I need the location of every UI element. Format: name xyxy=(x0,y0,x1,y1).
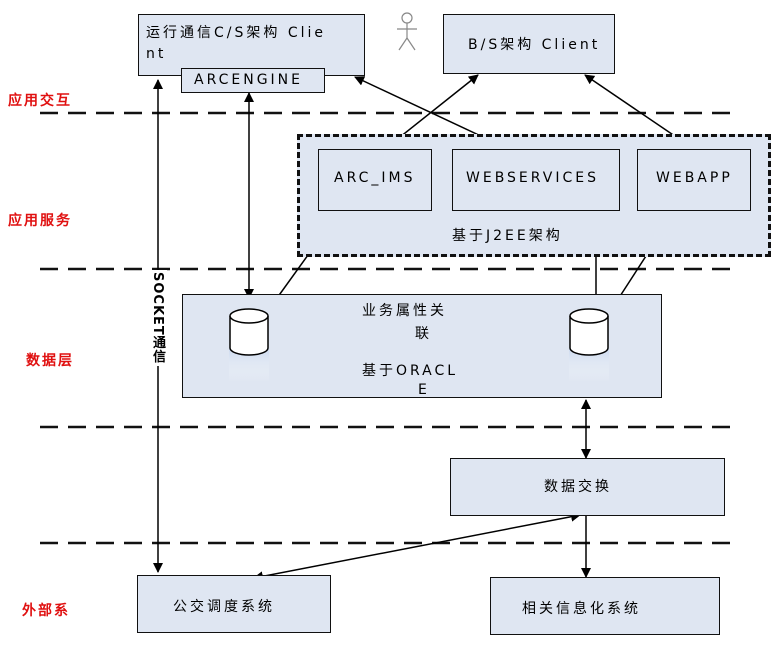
bs-webapp-arrow xyxy=(584,74,689,146)
layer-label-app-interaction: 应用交互 xyxy=(8,93,72,109)
bs-arcims-arrow xyxy=(389,74,479,146)
exchange-bus-arrow xyxy=(253,511,581,582)
arcengine-box xyxy=(181,68,325,93)
webapp-label: WEBAPP xyxy=(656,170,733,186)
bs-client-label: B/S架构 Client xyxy=(468,37,601,53)
biz-relation-label-1: 业务属性关 xyxy=(362,303,447,319)
data-exchange-label: 数据交换 xyxy=(544,479,612,495)
cs-client-label-1: 运行通信C/S架构 Clie xyxy=(146,25,326,41)
data-exchange-box xyxy=(450,458,725,516)
layer-label-data: 数据层 xyxy=(26,353,74,369)
layer-label-app-service: 应用服务 xyxy=(8,213,72,229)
bus-dispatch-label: 公交调度系统 xyxy=(173,599,275,615)
cs-client-label-2: nt xyxy=(146,46,167,62)
j2ee-label: 基于J2EE架构 xyxy=(452,228,563,244)
layer-label-external: 外部系 xyxy=(22,603,70,619)
webapp-box xyxy=(637,149,751,211)
webservices-label: WEBSERVICES xyxy=(466,170,599,186)
related-info-box xyxy=(490,577,720,635)
database-icon-left xyxy=(229,308,269,382)
user-icon xyxy=(397,12,417,51)
arc-ims-box xyxy=(318,149,432,211)
webservices-box xyxy=(452,149,620,211)
related-info-label: 相关信息化系统 xyxy=(522,601,641,617)
cs-client-box xyxy=(138,14,365,76)
arcengine-label: ARCENGINE xyxy=(194,72,303,88)
oracle-label-2: E xyxy=(418,382,430,398)
bus-dispatch-box xyxy=(137,575,331,633)
arc-ims-label: ARC_IMS xyxy=(334,170,416,186)
oracle-label-1: 基于ORACL xyxy=(362,363,459,379)
database-icon-right xyxy=(569,308,609,382)
bs-client-box xyxy=(443,14,615,74)
biz-relation-label-2: 联 xyxy=(415,326,432,342)
socket-label: SOCKET通信 xyxy=(148,270,167,366)
